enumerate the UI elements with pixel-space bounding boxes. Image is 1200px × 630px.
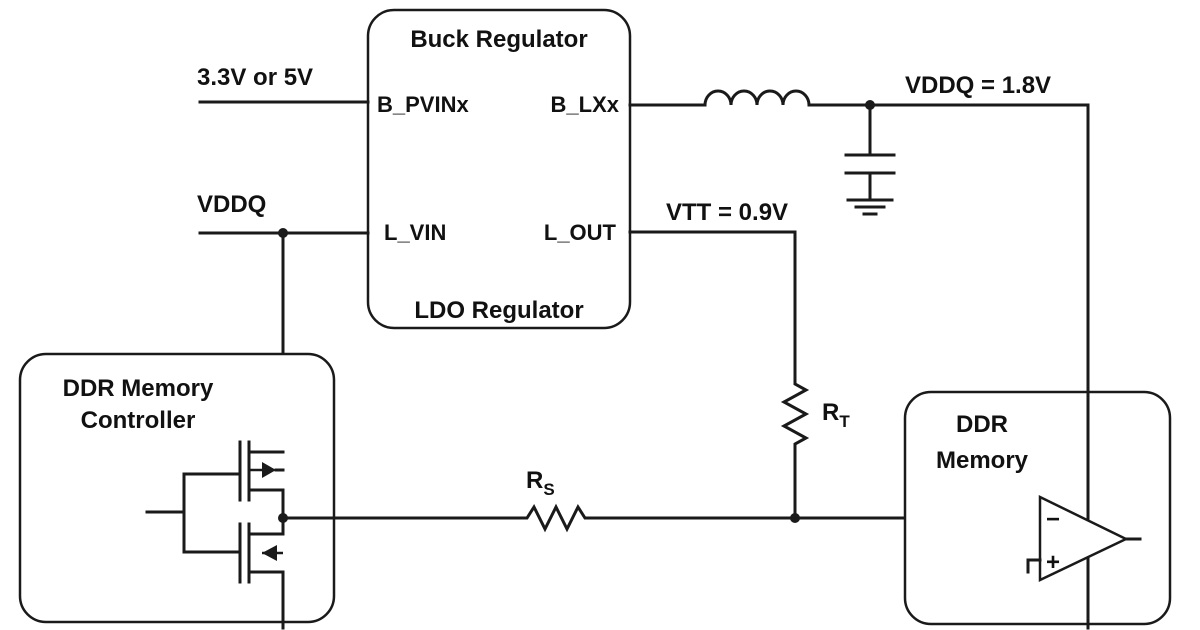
- input-supply-label: 3.3V or 5V: [197, 64, 313, 91]
- vddq-input-label: VDDQ: [197, 191, 266, 218]
- series-resistor-rs: [518, 503, 594, 533]
- ground-icon: [846, 198, 894, 216]
- comparator-minus: −: [1046, 506, 1060, 533]
- controller-label-line1: DDR Memory: [63, 375, 214, 402]
- rt-label: RT: [822, 399, 850, 431]
- regulator-block: [366, 8, 632, 330]
- pin-l-vin: L_VIN: [384, 220, 446, 245]
- inductor: [703, 89, 811, 107]
- pin-l-out: L_OUT: [544, 220, 617, 245]
- controller-label-line2: Controller: [81, 407, 196, 434]
- buck-regulator-label: Buck Regulator: [410, 26, 587, 53]
- termination-resistor-rt: [780, 376, 810, 520]
- memory-label-line1: DDR: [956, 411, 1008, 438]
- pin-b-lx: B_LXx: [551, 92, 620, 117]
- vddq-output-label: VDDQ = 1.8V: [905, 72, 1051, 99]
- ddr-memory-block: [903, 390, 1172, 626]
- input-comparator: [1026, 103, 1142, 630]
- vtt-label: VTT = 0.9V: [666, 199, 788, 226]
- termination-junction-dot: [790, 513, 800, 523]
- rs-label: RS: [526, 467, 555, 499]
- ldo-regulator-label: LDO Regulator: [414, 297, 583, 324]
- memory-label-line2: Memory: [936, 447, 1029, 474]
- cmos-driver: [145, 440, 285, 630]
- comparator-plus: +: [1046, 549, 1060, 576]
- pin-b-pvin: B_PVINx: [377, 92, 469, 117]
- output-capacitor: [844, 103, 896, 200]
- ddr-controller-block: [18, 352, 336, 624]
